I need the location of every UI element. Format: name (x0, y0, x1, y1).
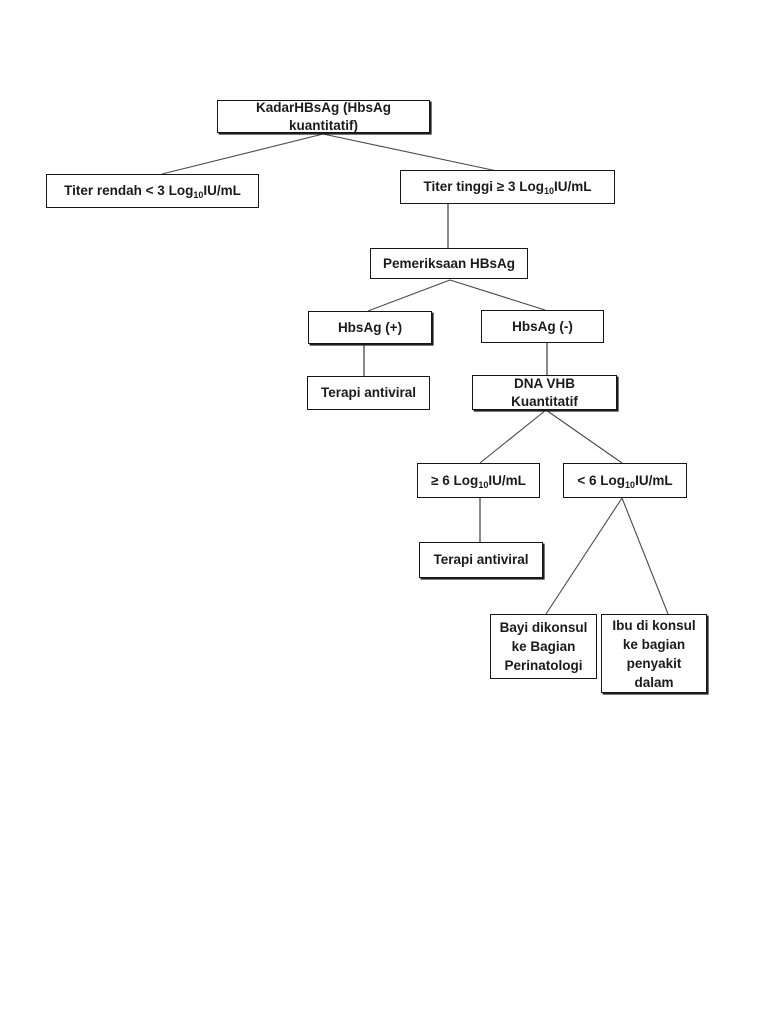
node-titer-rendah-label: Titer rendah < 3 Log10IU/mL (64, 183, 241, 200)
node-hbsag-negative: HbsAg (-) (481, 310, 604, 343)
node-terapi-antiviral-2: Terapi antiviral (419, 542, 543, 578)
node-titer-tinggi: Titer tinggi ≥ 3 Log10IU/mL (400, 170, 615, 204)
node-dna-vhb-kuantitatif-label: DNA VHB Kuantitatif (511, 375, 578, 409)
node-pemeriksaan-hbsag: Pemeriksaan HBsAg (370, 248, 528, 279)
node-hbsag-negative-label: HbsAg (-) (512, 318, 573, 334)
node-ge-6-log-label: ≥ 6 Log10IU/mL (431, 472, 526, 490)
edge-lt6-to-ibu (621, 497, 669, 615)
node-terapi-antiviral-1-label: Terapi antiviral (320, 385, 417, 400)
node-lt-6-log-label: < 6 Log10IU/mL (577, 472, 673, 490)
node-bayi-dikonsul-label: Bayi dikonsul ke Bagian Perinatologi (499, 620, 588, 673)
edge-dna-vhb-to-lt6 (545, 409, 623, 464)
node-ibu-dikonsul: Ibu di konsul ke bagian penyakit dalam (601, 614, 707, 693)
node-bayi-dikonsul: Bayi dikonsul ke Bagian Perinatologi (490, 614, 597, 679)
node-dna-vhb-kuantitatif: DNA VHB Kuantitatif (472, 375, 617, 410)
node-lt-6-log: < 6 Log10IU/mL (563, 463, 687, 498)
node-hbsag-positive-label: HbsAg (+) (337, 319, 403, 335)
node-kadar-hbsag-label: KadarHBsAg (HbsAg kuantitatif) (255, 99, 391, 133)
node-titer-rendah: Titer rendah < 3 Log10IU/mL (46, 174, 259, 208)
node-pemeriksaan-hbsag-label: Pemeriksaan HBsAg (382, 255, 516, 271)
edge-pemeriksaan-to-hbsag-neg (449, 279, 546, 311)
node-terapi-antiviral-2-label: Terapi antiviral (433, 552, 529, 567)
node-titer-tinggi-label: Titer tinggi ≥ 3 Log10IU/mL (423, 179, 592, 196)
node-kadar-hbsag: KadarHBsAg (HbsAg kuantitatif) (217, 100, 430, 133)
node-ge-6-log: ≥ 6 Log10IU/mL (417, 463, 540, 498)
node-hbsag-positive: HbsAg (+) (308, 311, 432, 344)
edge-pemeriksaan-to-hbsag-pos (367, 279, 451, 312)
edge-dna-vhb-to-ge6 (479, 409, 547, 464)
edge-root-to-titer-rendah (161, 133, 324, 175)
edge-lt6-to-bayi (545, 497, 623, 615)
node-terapi-antiviral-1: Terapi antiviral (307, 376, 430, 410)
node-ibu-dikonsul-label: Ibu di konsul ke bagian penyakit dalam (612, 617, 696, 690)
edge-root-to-titer-tinggi (322, 133, 498, 172)
